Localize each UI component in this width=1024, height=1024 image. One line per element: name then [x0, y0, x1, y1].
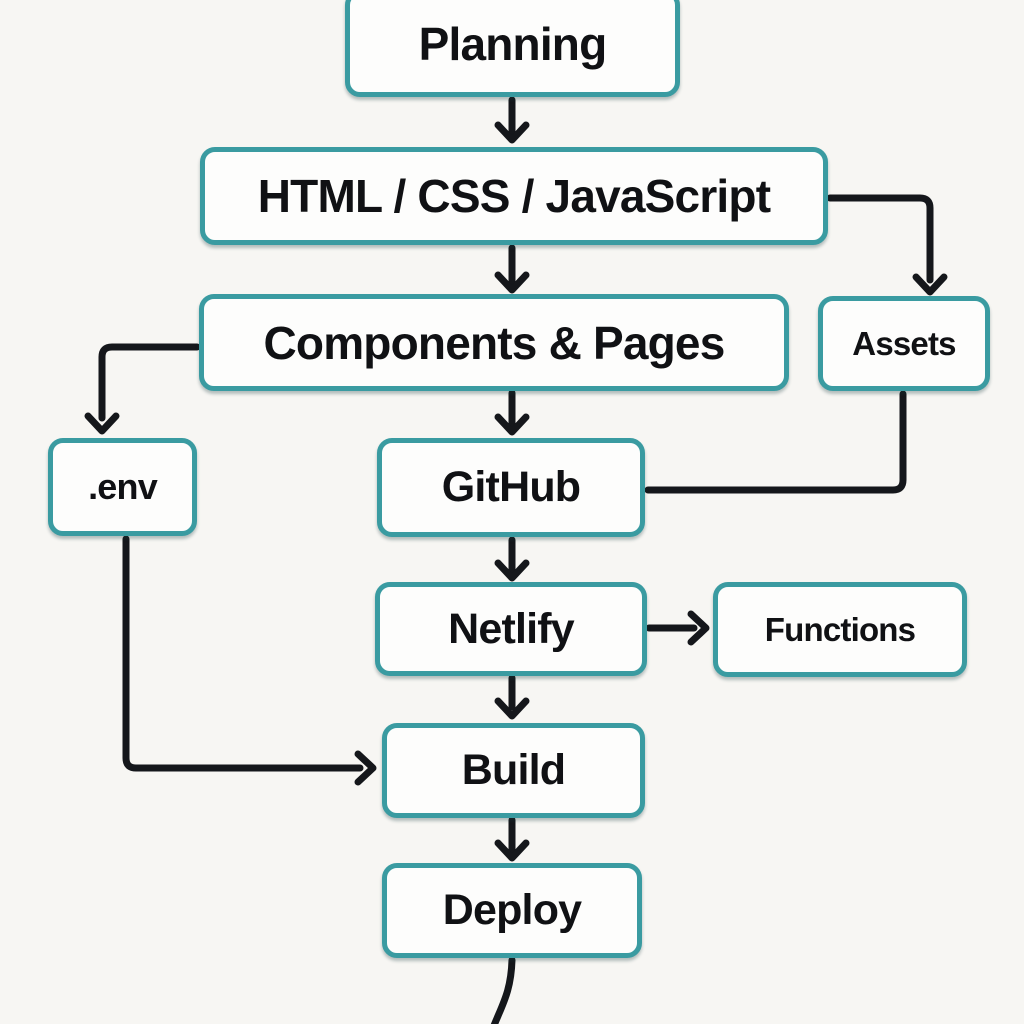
edge-stack-components — [494, 244, 530, 294]
node-github: GitHub — [377, 438, 645, 537]
node-build: Build — [382, 723, 645, 818]
edge-deploy-offscreen — [490, 956, 516, 1024]
node-env: .env — [48, 438, 197, 536]
node-html-css-javascript: HTML / CSS / JavaScript — [200, 147, 828, 245]
node-env-label: .env — [88, 466, 158, 507]
node-functions-label: Functions — [764, 610, 916, 648]
edge-netlify-functions — [645, 610, 710, 646]
edge-components-github — [494, 389, 530, 436]
edge-github-netlify — [494, 536, 530, 582]
node-assets: Assets — [818, 296, 990, 391]
node-build-label: Build — [461, 746, 566, 794]
edge-build-deploy — [494, 816, 530, 862]
node-functions: Functions — [713, 582, 967, 677]
edge-netlify-build — [494, 674, 530, 720]
edge-components-env — [84, 343, 201, 435]
node-deploy: Deploy — [382, 863, 642, 958]
node-deploy-label: Deploy — [442, 886, 582, 934]
node-netlify-label: Netlify — [448, 604, 575, 653]
node-components-pages: Components & Pages — [199, 294, 789, 391]
node-components-pages-label: Components & Pages — [263, 316, 725, 369]
node-assets-label: Assets — [852, 324, 956, 362]
node-planning-label: Planning — [418, 17, 608, 70]
node-github-label: GitHub — [441, 463, 581, 511]
node-planning: Planning — [345, 0, 680, 97]
node-netlify: Netlify — [375, 582, 647, 676]
edge-env-build — [122, 535, 377, 786]
edge-stack-assets — [826, 194, 948, 296]
edge-planning-stack — [494, 96, 530, 144]
edge-assets-github — [644, 390, 907, 494]
node-html-css-javascript-label: HTML / CSS / JavaScript — [257, 170, 771, 222]
